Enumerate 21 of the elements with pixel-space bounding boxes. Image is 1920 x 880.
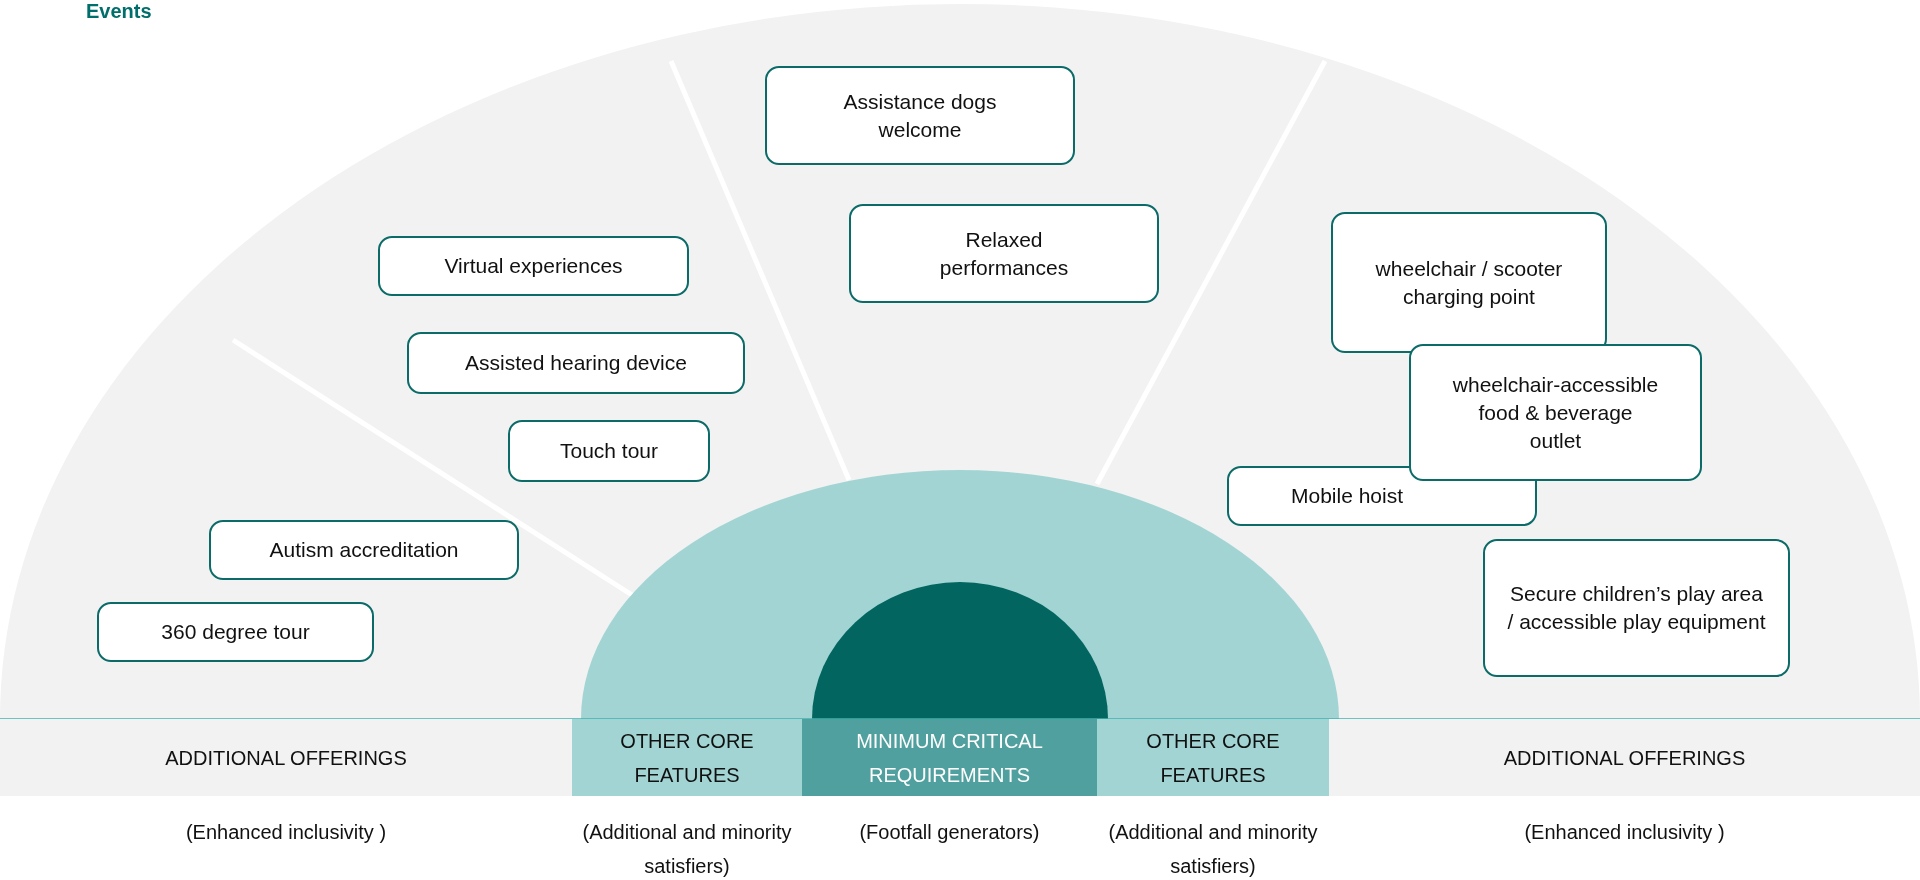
feature-box: Autism accreditation [209, 520, 519, 580]
section-description: (Enhanced inclusivity ) [185, 820, 387, 845]
section-heading: OTHER CORE FEATURES [1145, 728, 1281, 788]
feature-box: Relaxed performances [849, 204, 1159, 303]
feature-box: wheelchair-accessible food & beverage outlet [1409, 344, 1702, 481]
section-description: (Additional and minority satisfiers) [1107, 820, 1319, 879]
feature-box: Secure children’s play area / accessible play equipment [1483, 539, 1790, 677]
section-description: (Footfall generators) [859, 820, 1040, 845]
section-heading: MINIMUM CRITICAL REQUIREMENTS [855, 728, 1044, 788]
feature-box: wheelchair / scooter charging point [1331, 212, 1607, 353]
title: Events [86, 0, 152, 22]
section-heading: OTHER CORE FEATURES [619, 728, 755, 788]
feature-box: Virtual experiences [378, 236, 689, 296]
feature-box: Touch tour [508, 420, 710, 482]
feature-box: Assistance dogs welcome [765, 66, 1075, 165]
section-description: (Additional and minority satisfiers) [581, 820, 793, 879]
section-heading: ADDITIONAL OFFERINGS [164, 745, 408, 771]
feature-box: Assisted hearing device [407, 332, 745, 394]
feature-box: 360 degree tour [97, 602, 374, 662]
section-description: (Enhanced inclusivity ) [1524, 820, 1725, 845]
section-heading: ADDITIONAL OFFERINGS [1502, 745, 1747, 771]
